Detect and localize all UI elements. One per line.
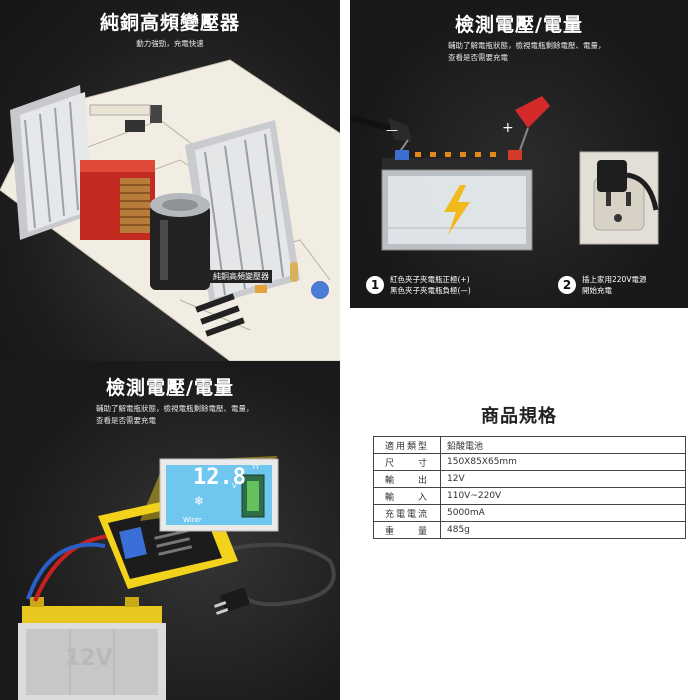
step-1-number: 1	[366, 276, 384, 294]
heatsink-left	[10, 85, 92, 240]
table-row: 輸 出 12V	[373, 470, 686, 488]
minus-sign: —	[386, 123, 398, 137]
table-row: 重 量 485g	[373, 521, 686, 539]
charger-panel: 檢測電壓/電量 輔助了解電瓶狀態，檢視電瓶剩餘電壓、電量， 查看是否需要充電	[0, 361, 340, 700]
spec-key: 充電電流	[373, 504, 441, 522]
battery-clip-illustration: — +	[350, 96, 659, 251]
charger-title: 檢測電壓/電量	[106, 377, 234, 399]
capacitor	[150, 193, 210, 290]
battery-voltage-label: 12V	[65, 646, 113, 671]
lightning-icon	[444, 185, 470, 235]
spec-value: 150X85X65mm	[440, 453, 686, 471]
connection-desc-line1: 輔助了解電瓶狀態，檢視電瓶剩餘電壓、電量，	[448, 41, 606, 50]
lcd-mode-label: Wintr	[183, 516, 202, 524]
power-cable	[199, 542, 336, 607]
spec-value: 485g	[440, 521, 686, 539]
lcd-yy: YY	[252, 464, 260, 471]
charger-illustration: ❄	[18, 456, 336, 700]
table-row: 輸 入 110V~220V	[373, 487, 686, 505]
spec-title: 商品規格	[481, 406, 557, 427]
step-1-line2: 黑色夾子夾電瓶負極(—)	[390, 286, 471, 295]
red-transformer	[80, 160, 155, 240]
lcd-voltage-unit: V	[232, 482, 237, 490]
spec-key: 重 量	[373, 521, 441, 539]
table-row: 適用類型 鉛酸電池	[373, 436, 686, 454]
spec-value: 5000mA	[440, 504, 686, 522]
spec-key: 尺 寸	[373, 453, 441, 471]
step-1-line1: 紅色夾子夾電瓶正極(+)	[390, 275, 470, 284]
table-row: 尺 寸 150X85X65mm	[373, 453, 686, 471]
spec-table: 適用類型 鉛酸電池 尺 寸 150X85X65mm 輸 出 12V 輸 入 11…	[373, 436, 686, 539]
transformer-board-illustration	[0, 59, 340, 361]
step-2-line1: 插上家用220V電源	[582, 275, 647, 284]
lcd-zoom: ❄	[140, 456, 279, 532]
spec-key: 適用類型	[373, 436, 441, 454]
charger-desc-line2: 查看是否需要充電	[96, 416, 156, 425]
plus-sign: +	[502, 120, 514, 136]
red-cable	[33, 534, 111, 602]
spec-key: 輸 入	[373, 487, 441, 505]
table-row: 充電電流 5000mA	[373, 504, 686, 522]
spec-value: 鉛酸電池	[440, 436, 686, 454]
connection-title: 檢測電壓/電量	[455, 14, 583, 36]
snowflake-icon: ❄	[194, 494, 204, 508]
battery-yellow	[18, 597, 166, 700]
battery-transparent	[381, 150, 533, 251]
red-clip	[515, 96, 550, 151]
spec-value: 110V~220V	[440, 487, 686, 505]
transformer-subtitle: 動力強勁，充電快速	[136, 39, 204, 48]
transformer-title: 純銅高頻變壓器	[99, 12, 240, 34]
spec-value: 12V	[440, 470, 686, 488]
charger-desc-line1: 輔助了解電瓶狀態，檢視電瓶剩餘電壓、電量，	[96, 404, 254, 413]
diodes	[195, 293, 245, 337]
connection-desc-line2: 查看是否需要充電	[448, 53, 508, 62]
lcd-voltage-value: 12.8	[193, 465, 246, 490]
transformer-callout-label: 純銅高頻變壓器	[210, 270, 272, 283]
wall-outlet	[579, 151, 659, 245]
connection-panel: 檢測電壓/電量 輔助了解電瓶狀態，檢視電瓶剩餘電壓、電量， 查看是否需要充電 —…	[350, 0, 688, 308]
power-plug	[214, 587, 250, 615]
heatsink-right	[185, 120, 300, 305]
step-2-number: 2	[558, 276, 576, 294]
step-2-line2: 開始充電	[582, 286, 612, 295]
blue-cable	[26, 542, 106, 600]
transformer-panel: 純銅高頻變壓器 動力強勁，充電快速	[0, 0, 340, 361]
spec-key: 輸 出	[373, 470, 441, 488]
